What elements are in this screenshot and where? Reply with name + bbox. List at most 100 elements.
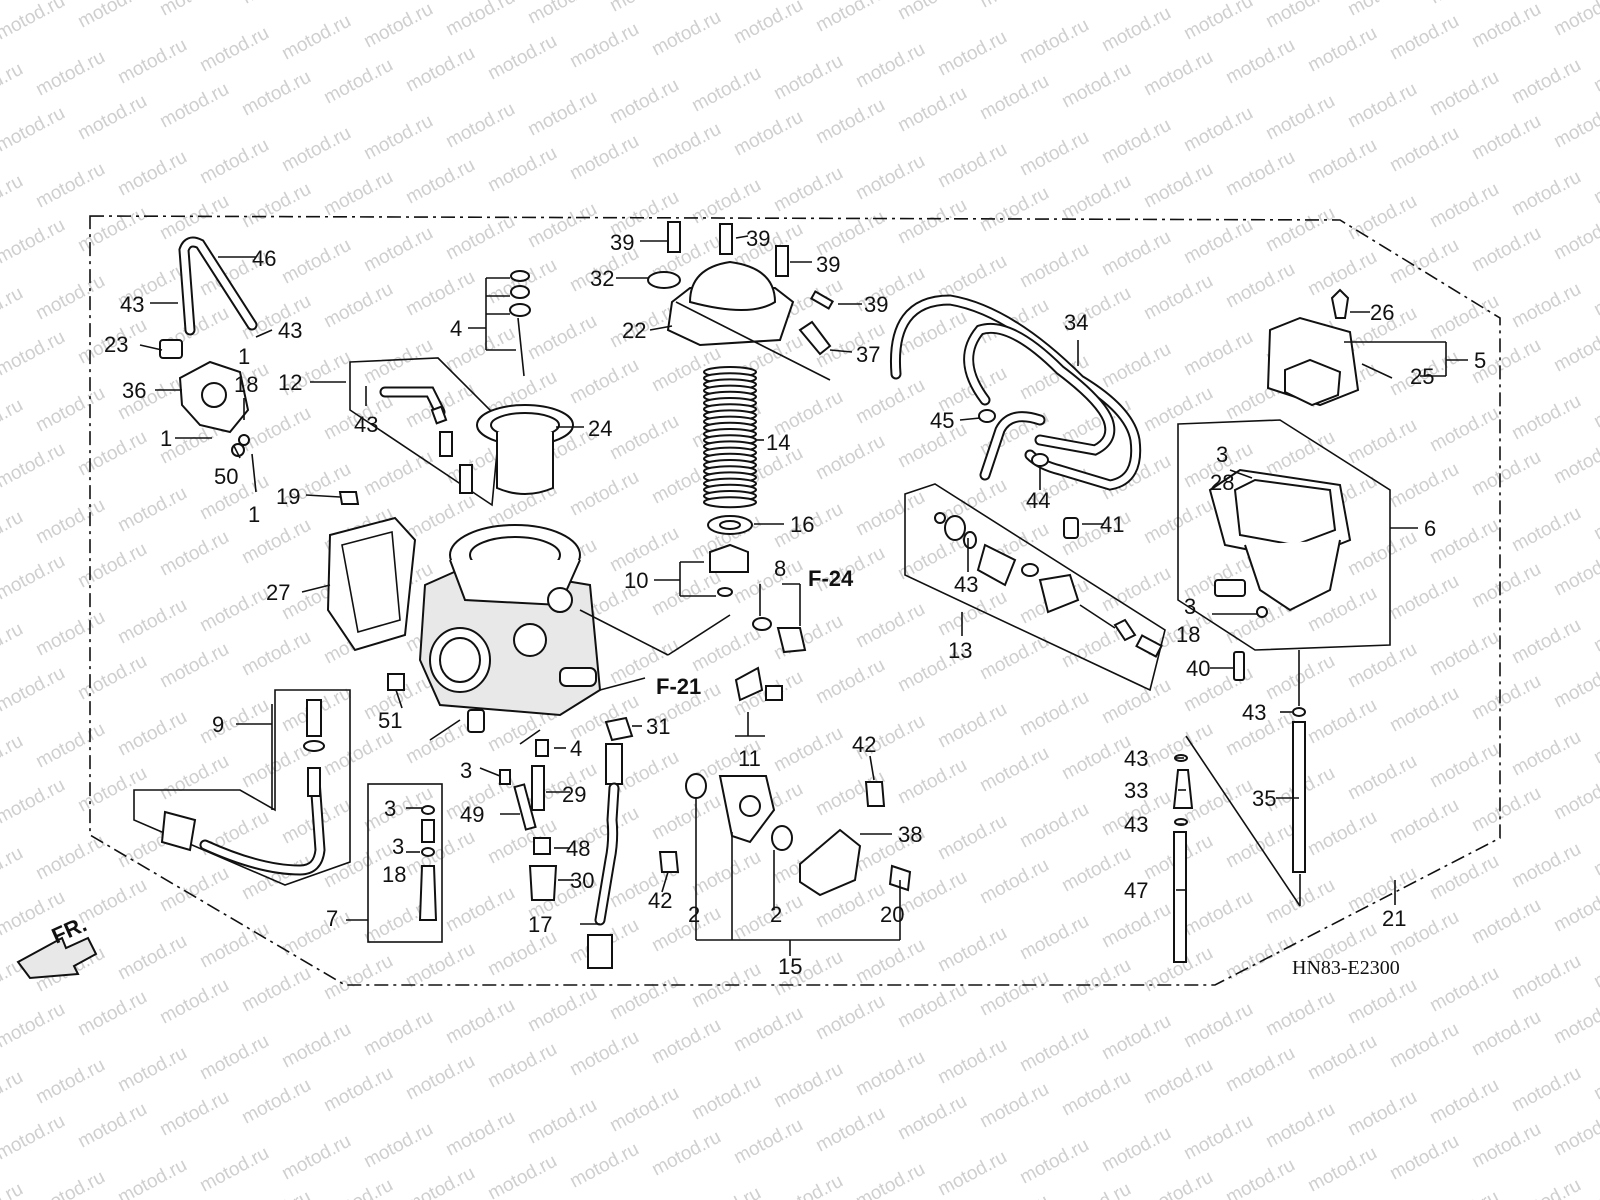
- watermark-text: motod.ru: [1590, 603, 1600, 657]
- watermark-text: motod.ru: [730, 1115, 806, 1169]
- sub-assembly-7-drawing: [418, 805, 438, 921]
- watermark-text: motod.ru: [0, 283, 27, 337]
- watermark-text: motod.ru: [1262, 91, 1338, 145]
- callout-24: 24: [588, 416, 612, 441]
- cap-5-drawing: [1266, 288, 1393, 407]
- callout-30: 30: [570, 868, 594, 893]
- watermark-text: motod.ru: [1550, 771, 1600, 825]
- callout-8: 8: [774, 556, 786, 581]
- watermark-text: motod.ru: [1508, 839, 1584, 893]
- watermark-text: motod.ru: [74, 875, 150, 929]
- watermark-text: motod.ru: [1508, 951, 1584, 1005]
- float-bowl-6-drawing: [1208, 468, 1352, 618]
- watermark-text: motod.ru: [1426, 739, 1502, 793]
- callout-45: 45: [930, 408, 954, 433]
- watermark-text: motod.ru: [1098, 1123, 1174, 1177]
- callout-17: 17: [528, 912, 552, 937]
- watermark-text: motod.ru: [1386, 1019, 1462, 1073]
- watermark-text: motod.ru: [1426, 67, 1502, 121]
- callout-49: 49: [460, 802, 484, 827]
- watermark-text: motod.ru: [196, 1143, 272, 1197]
- watermark-text: motod.ru: [1016, 1135, 1092, 1189]
- watermark-text: motod.ru: [1098, 1011, 1174, 1065]
- watermark-text: motod.ru: [1016, 687, 1092, 741]
- watermark-text: motod.ru: [320, 55, 396, 109]
- watermark-text: motod.ru: [32, 383, 108, 437]
- watermark-text: motod.ru: [566, 131, 642, 185]
- callout-9: 9: [212, 712, 224, 737]
- watermark-text: motod.ru: [688, 623, 764, 677]
- callout-1: 1: [248, 502, 260, 527]
- watermark-text: motod.ru: [852, 487, 928, 541]
- callout-3: 3: [384, 796, 396, 821]
- watermark-text: motod.ru: [402, 1051, 478, 1105]
- watermark-text: motod.ru: [1508, 615, 1584, 669]
- callout-39: 39: [864, 292, 888, 317]
- watermark-text: motod.ru: [1468, 559, 1544, 613]
- watermark-text: motod.ru: [238, 1075, 314, 1129]
- callout-32: 32: [590, 266, 614, 291]
- watermark-text: motod.ru: [1058, 171, 1134, 225]
- watermark-text: motod.ru: [934, 1147, 1010, 1200]
- watermark-text: motod.ru: [1304, 807, 1380, 861]
- watermark-text: motod.ru: [114, 931, 190, 985]
- callout-2: 2: [770, 902, 782, 927]
- watermark-text: motod.ru: [1058, 955, 1134, 1009]
- watermark-text: motod.ru: [1058, 1067, 1134, 1121]
- callout-40: 40: [1186, 656, 1210, 681]
- watermark-text: motod.ru: [730, 107, 806, 161]
- watermark-text: motod.ru: [114, 707, 190, 761]
- watermark-text: motod.ru: [894, 979, 970, 1033]
- watermark-text: motod.ru: [1140, 271, 1216, 325]
- callout-31: 31: [646, 714, 670, 739]
- watermark-text: motod.ru: [852, 375, 928, 429]
- tube-47-drawing: [1173, 831, 1187, 963]
- watermark-text: motod.ru: [156, 751, 232, 805]
- watermark-text: motod.ru: [770, 163, 846, 217]
- watermark-text: motod.ru: [606, 411, 682, 465]
- watermark-text: motod.ru: [320, 279, 396, 333]
- watermark-text: motod.ru: [1222, 1155, 1298, 1200]
- callout-43: 43: [278, 318, 302, 343]
- watermark-text: motod.ru: [566, 467, 642, 521]
- watermark-text: motod.ru: [770, 723, 846, 777]
- watermark-text: motod.ru: [0, 327, 69, 381]
- watermark-text: motod.ru: [852, 1159, 928, 1200]
- watermark-text: motod.ru: [238, 0, 314, 8]
- watermark-text: motod.ru: [0, 843, 27, 897]
- watermark-text: motod.ru: [894, 755, 970, 809]
- watermark-text: motod.ru: [566, 1027, 642, 1081]
- callout-43: 43: [954, 572, 978, 597]
- callout-39: 39: [610, 230, 634, 255]
- watermark-text: motod.ru: [1550, 659, 1600, 713]
- watermark-text: motod.ru: [196, 583, 272, 637]
- watermark-text: motod.ru: [196, 23, 272, 77]
- watermark-text: motod.ru: [852, 151, 928, 205]
- watermark-text: motod.ru: [196, 135, 272, 189]
- watermark-text: motod.ru: [278, 907, 354, 961]
- sub-assembly-13-box: [904, 483, 1166, 692]
- watermark-text: motod.ru: [1180, 887, 1256, 941]
- watermark-text: motod.ru: [0, 731, 27, 785]
- watermark-text: motod.ru: [278, 11, 354, 65]
- watermark-text: motod.ru: [1180, 1111, 1256, 1165]
- part-drawings: [16, 221, 1393, 980]
- watermark-text: motod.ru: [1304, 1143, 1380, 1197]
- callout-41: 41: [1100, 512, 1124, 537]
- watermark-text: motod.ru: [238, 403, 314, 457]
- watermark-text: motod.ru: [402, 267, 478, 321]
- watermark-text: motod.ru: [1550, 435, 1600, 489]
- watermark-text: motod.ru: [1262, 1099, 1338, 1153]
- watermark-text: motod.ru: [0, 663, 69, 717]
- callout-28: 28: [1210, 470, 1234, 495]
- watermark-text: motod.ru: [934, 699, 1010, 753]
- watermark-text: motod.ru: [1550, 883, 1600, 937]
- watermark-text: motod.ru: [484, 1151, 560, 1200]
- watermark-text: motod.ru: [1386, 235, 1462, 289]
- watermark-text: motod.ru: [0, 0, 69, 44]
- watermark-text: motod.ru: [1016, 15, 1092, 69]
- watermark-text: motod.ru: [606, 1083, 682, 1137]
- watermark-text: motod.ru: [1468, 447, 1544, 501]
- assembly-boundary: [89, 215, 1501, 986]
- watermark-text: motod.ru: [1140, 47, 1216, 101]
